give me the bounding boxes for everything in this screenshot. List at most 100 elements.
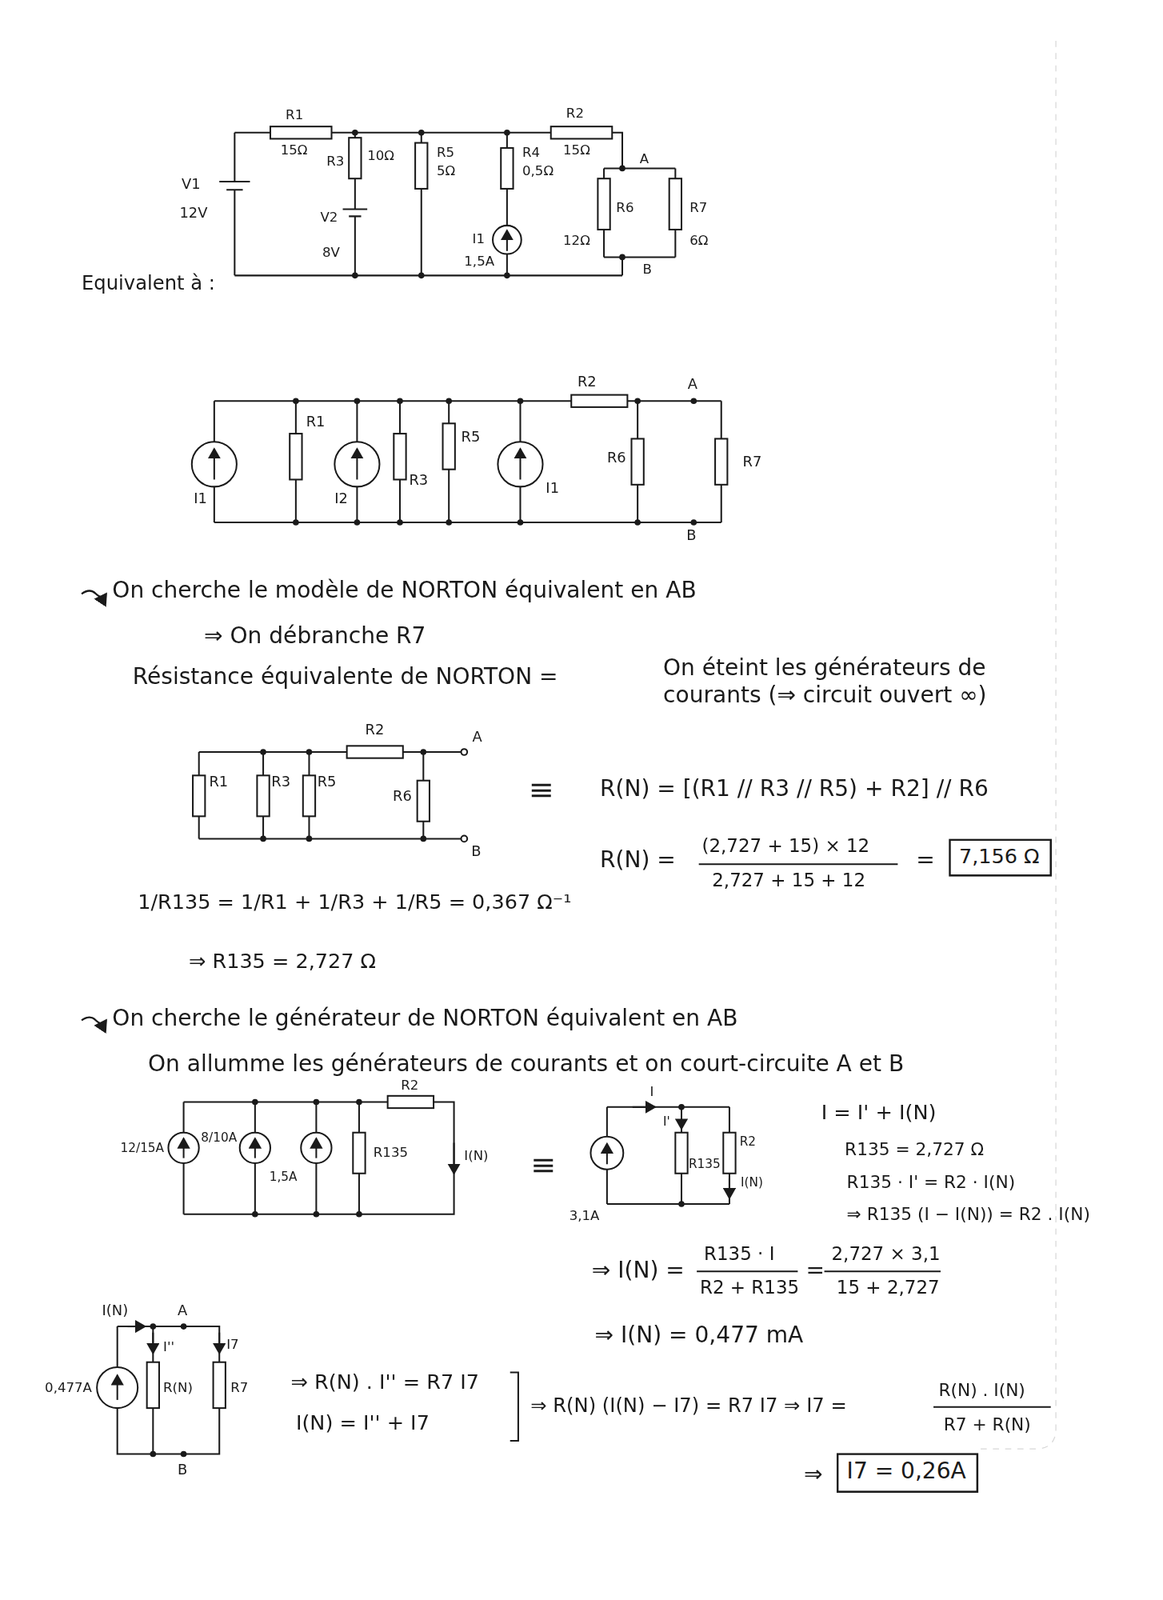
circuit-path [183, 1101, 455, 1214]
handwritten-text: 3,1A [569, 1207, 600, 1224]
handwritten-text: I' [663, 1114, 671, 1129]
circuit-rect [387, 1095, 434, 1108]
handwritten-text: ⇒ On débranche R7 [203, 622, 426, 650]
circuit-circle [306, 835, 313, 843]
handwritten-text: R4 [522, 144, 540, 161]
handwritten-text: R5 [436, 144, 455, 161]
handwritten-text: = [806, 1256, 826, 1284]
circuit-rect [213, 1362, 226, 1408]
circuit-circle [149, 1322, 156, 1330]
handwritten-text: I(N) [102, 1301, 129, 1319]
result-box: I7 = 0,26A [836, 1452, 979, 1493]
handwritten-text: 2,727 × 3,1 [831, 1242, 940, 1265]
handwritten-text: A [177, 1301, 188, 1319]
fraction-bar [933, 1406, 1052, 1408]
circuit-path [728, 1107, 731, 1204]
circuit-rect [551, 126, 613, 139]
circuit-path [453, 1142, 456, 1173]
circuit-circle [96, 1366, 138, 1408]
handwritten-text: ⇒ R(N) (I(N) − I7) = R7 I7 ⇒ I7 = [530, 1393, 847, 1417]
circuit-path [214, 400, 722, 523]
handwritten-text: R135 [373, 1144, 408, 1161]
circuit-path [213, 400, 216, 523]
handwritten-text: R7 [689, 199, 708, 216]
handwritten-text: = [915, 847, 936, 875]
handwritten-text: On éteint les générateurs de courants (⇒… [663, 655, 1072, 709]
circuit-g [251, 1099, 363, 1218]
circuit-path [151, 1332, 154, 1354]
handwritten-text: 12/15A [120, 1140, 165, 1156]
circuit-path [117, 1326, 220, 1454]
handwritten-text: ≡ [528, 771, 555, 808]
handwritten-text: I2 [334, 489, 348, 507]
circuit-path [151, 1326, 154, 1454]
handwritten-text: 10Ω [367, 147, 395, 164]
circuit-circle [460, 748, 468, 756]
circuit-rect [303, 775, 316, 816]
result-text: I7 = 0,26A [847, 1458, 967, 1486]
circuit-circle [355, 1210, 363, 1218]
bracket [510, 1371, 519, 1440]
circuit-circle [419, 748, 427, 756]
circuit-rect [393, 433, 406, 480]
circuit-circle [445, 397, 452, 404]
handwritten-text: 12V [179, 203, 208, 221]
circuit-path [218, 1332, 220, 1354]
circuit-path [343, 132, 368, 276]
handwritten-text: Equivalent à : [81, 271, 216, 295]
handwritten-text: R2 [365, 721, 385, 739]
circuit-circle [634, 397, 641, 404]
handwritten-text: I1 [193, 489, 208, 507]
handwritten-text: R135 · I' = R2 · I(N) [847, 1170, 1016, 1192]
handwritten-text: 6Ω [689, 232, 708, 249]
handwritten-text: A [639, 151, 649, 168]
circuit-path [183, 1101, 185, 1214]
circuit-circle [313, 1099, 320, 1106]
circuit-g [259, 748, 427, 842]
circuit-circle [460, 835, 468, 843]
handwritten-text: V1 [181, 175, 201, 192]
circuit-path [219, 132, 250, 276]
page-margin [979, 40, 1056, 1449]
handwritten-text: R5 [460, 428, 480, 446]
handwritten-text: On cherche le modèle de NORTON équivalen… [111, 577, 696, 605]
circuit-circle [497, 441, 543, 487]
circuit-rect [417, 780, 430, 822]
circuit-rect [597, 178, 610, 230]
circuit-path [506, 230, 508, 252]
handwritten-text: B [177, 1460, 188, 1478]
circuit-path [720, 400, 723, 523]
circuit-path [680, 1111, 683, 1128]
circuit-circle [445, 519, 452, 526]
circuit-path [355, 400, 358, 523]
handwritten-text: R135 [688, 1156, 721, 1171]
circuit-path [607, 1107, 730, 1204]
circuit-circle [251, 1099, 259, 1106]
handwritten-text: I1 [472, 230, 485, 247]
handwritten-text: R2 [400, 1077, 419, 1094]
handwritten-text: A [687, 375, 698, 392]
circuit-path [81, 1017, 107, 1024]
circuit-circle [517, 397, 524, 404]
handwritten-text: R(N) . I(N) [938, 1378, 1025, 1400]
handwritten-text: R3 [326, 152, 344, 169]
handwritten-text: 1,5A [463, 252, 495, 269]
circuit-circle [354, 519, 361, 526]
circuit-rect [723, 1132, 736, 1174]
handwritten-text: 1/R135 = 1/R1 + 1/R3 + 1/R5 = 0,367 Ω⁻¹ [137, 889, 572, 915]
circuit-rect [415, 143, 428, 189]
circuit-path [254, 1101, 256, 1214]
circuit-path [116, 1374, 119, 1400]
handwritten-text: 8V [322, 244, 340, 261]
circuit-path [606, 1143, 608, 1165]
handwritten-text: I(N) [463, 1147, 488, 1164]
handwritten-text: R2 [577, 373, 597, 391]
circuit-circle [619, 165, 626, 172]
circuit-circle [259, 835, 267, 843]
circuit-circle [418, 129, 425, 136]
circuit-circle [418, 272, 425, 280]
circuit-circle [355, 1099, 363, 1106]
result-text: 7,156 Ω [959, 843, 1040, 869]
circuit-circle [690, 397, 697, 404]
handwritten-text: R(N) [163, 1378, 193, 1395]
